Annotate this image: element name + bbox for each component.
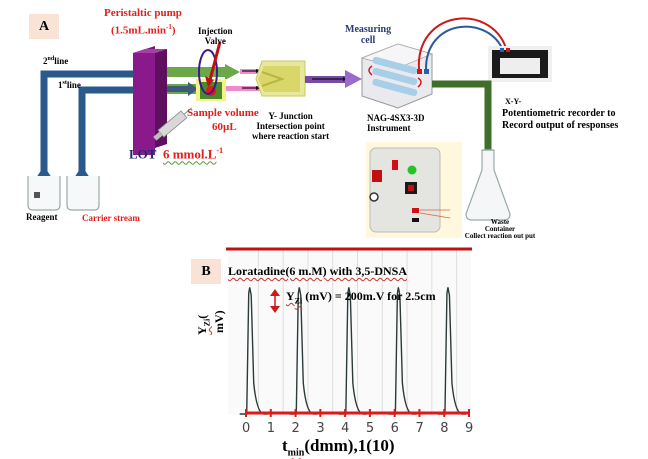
lot-label: LOT 6 mmol.L-1 [129,146,224,162]
chart-plot-area [228,250,471,415]
chart-tick-marks [245,409,470,417]
x-tick-label: 7 [415,421,424,436]
sample-volume-label: Sample volume [187,107,259,119]
scale-annotation: YZi (mV) = 200m.V for 2.5cm [286,289,436,306]
pump-title: Peristaltic pump [104,7,182,19]
waste-label: Waste Container Collect reaction out put [464,218,536,240]
syringe [153,107,192,141]
beaker-reagent [27,176,61,211]
panel-b-tag: B [191,259,221,284]
pipe-1st-line [78,86,134,190]
waste-flask [465,149,511,221]
chart-grid [228,250,471,415]
x-tick-label: 5 [365,421,375,436]
recorder-label: X-Y- Potentiometric recorder to Record o… [502,97,619,131]
x-tick-label: 1 [266,421,276,436]
x-tick-label: 4 [341,421,350,436]
y-axis-label: YZi( mV) [195,310,227,335]
x-tick-label: 3 [316,421,325,436]
scale-double-arrow [270,289,280,313]
line-2-label: 2ndline [43,56,69,66]
beaker-carrier [66,176,100,211]
x-tick-label: 0 [242,421,251,436]
injection-valve [196,41,226,101]
y-junction [255,60,306,97]
reagent-label: Reagent [26,212,58,222]
sample-volume-value: 60µL [212,121,237,133]
xy-recorder [488,46,552,82]
peristaltic-pump [133,46,167,155]
x-tick-label: 6 [390,421,399,436]
carrier-stream-label: Carrier stream [82,213,140,223]
panel-a-tag: A [29,14,59,39]
x-axis-label: tmin(dmm),1(10) [282,436,395,459]
pipe-2nd-line [40,70,134,190]
measuring-cell [360,43,434,109]
instrument-control-box [366,142,462,238]
line-1-label: 1stline [58,80,81,90]
arrow-up-reagent [36,166,52,178]
x-tick-label: 9 [465,421,474,436]
measuring-cell-label: Measuring cell [345,24,392,46]
flow-diagram-graphics [27,17,552,238]
chart-title: Loratadine(6 m.M) with 3,5-DNSA [228,264,407,278]
injection-valve-label: Injection Valve [198,26,233,46]
arrow-1st-line [167,82,198,96]
arrow-up-carrier [74,166,90,178]
instrument-label: NAG-4SX3-3D Instrument [367,113,425,133]
x-tick-label: 2 [291,421,300,436]
pump-rate: (1.5mL.min-1) [111,23,176,37]
x-tick-label: 8 [440,421,449,436]
y-junction-label: Y- Junction Intersection point where rea… [252,111,330,141]
